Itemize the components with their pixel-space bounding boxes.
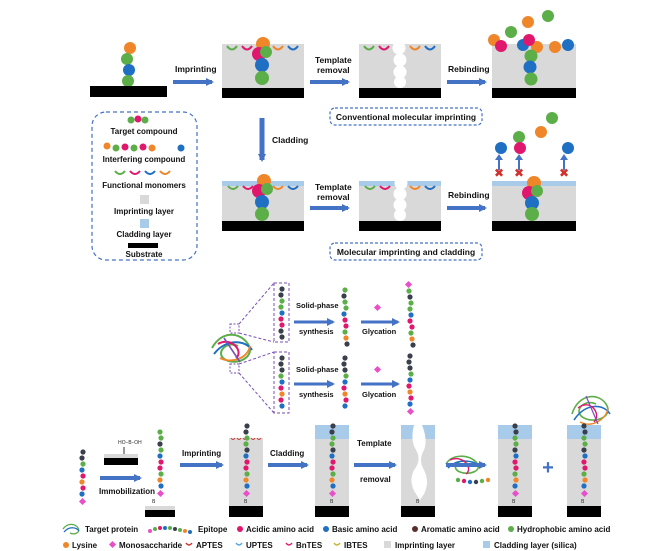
- label-template-c2: removal: [317, 192, 350, 202]
- label-rebinding-cladding: Rebinding: [448, 190, 490, 200]
- panel-cladding-imprinted: [222, 174, 304, 231]
- bottom-removed-column: B: [401, 425, 435, 517]
- legend-aptes: APTES: [196, 541, 223, 550]
- legend-cladding-layer-b: Cladding layer (silica): [494, 541, 577, 550]
- svg-text:✖: ✖: [494, 166, 504, 180]
- label-glycation-lower: Glycation: [362, 390, 397, 399]
- label-solid-phase-l2: synthesis: [299, 390, 334, 399]
- svg-text:B: B: [244, 499, 248, 505]
- svg-text:B: B: [416, 499, 420, 505]
- legend-hydrophobic: Hydrophobic amino acid: [517, 525, 610, 534]
- callout-upper: [229, 323, 240, 334]
- legend-epitope: Epitope: [198, 525, 228, 534]
- legend-target-protein: Target protein: [85, 525, 138, 534]
- bottom-epitope-free: [78, 449, 87, 506]
- label-solid-phase-u2: synthesis: [299, 327, 334, 336]
- epitope-upper-glycated: [404, 280, 416, 348]
- target-protein-middle: [211, 333, 253, 363]
- legend-functional-monomers: Functional monomers: [102, 181, 186, 190]
- legend-top: Target compound Interfering compound Fun…: [102, 115, 186, 259]
- callout-lower: [229, 363, 240, 374]
- legend-uptes: UPTES: [246, 541, 273, 550]
- bottom-cladded-column: B: [315, 423, 349, 517]
- label-imprinting-bottom: Imprinting: [182, 449, 221, 458]
- panel-conventional-imprinted: [222, 37, 304, 98]
- box-conventional: [329, 107, 483, 126]
- epitope-upper-synth: [341, 287, 350, 347]
- svg-text:B: B: [330, 499, 334, 505]
- initial-target-stack: [121, 42, 136, 87]
- svg-text:✖: ✖: [514, 166, 524, 180]
- label-glycation-upper: Glycation: [362, 327, 397, 336]
- epitope-upper-zoom: [278, 286, 285, 340]
- svg-text:B: B: [512, 499, 516, 505]
- panel-cladding-rebinding: ✖ ✖ ✖: [492, 112, 576, 231]
- bottom-protein-rebound-column: B: [567, 395, 611, 517]
- panel-conventional-rebinding: [488, 10, 576, 98]
- box-cladding: [329, 242, 483, 261]
- bottom-protein-incoming: [445, 455, 491, 485]
- label-cladding-box: Molecular imprinting and cladding: [337, 247, 475, 257]
- bottom-epitope-immobilized: B: [145, 429, 175, 517]
- legend-basic: Basic amino acid: [332, 525, 397, 534]
- legend-target-compound: Target compound: [111, 127, 178, 136]
- label-cladding-top: Cladding: [272, 135, 308, 145]
- label-rebinding-top: Rebinding: [448, 64, 490, 74]
- legend-acidic: Acidic amino acid: [246, 525, 314, 534]
- label-cladding-bottom: Cladding: [270, 449, 304, 458]
- legend-top-box: [91, 111, 198, 261]
- svg-text:HO–B–OH: HO–B–OH: [118, 440, 142, 446]
- epitope-lower-synth: [341, 355, 349, 409]
- bottom-imprinted-column: B: [229, 423, 263, 517]
- label-solid-phase-l1: Solid-phase: [296, 365, 339, 374]
- epitope-lower-glycated: [406, 353, 415, 416]
- legend-cladding-layer: Cladding layer: [116, 230, 171, 239]
- legend-imprinting-layer-b: Imprinting layer: [395, 541, 455, 550]
- svg-text:B: B: [152, 499, 156, 505]
- legend-aromatic: Aromatic amino acid: [421, 525, 500, 534]
- svg-text:B: B: [581, 499, 585, 505]
- legend-imprinting-layer: Imprinting layer: [114, 207, 174, 216]
- legend-lysine: Lysine: [72, 541, 98, 550]
- panel-conventional-removed: [359, 41, 441, 98]
- label-immobilization: Immobilization: [99, 487, 155, 496]
- legend-ibtes: IBTES: [344, 541, 368, 550]
- label-template-2: removal: [317, 65, 350, 75]
- legend-bntes: BnTES: [296, 541, 323, 550]
- zoom-box-lower: [273, 351, 290, 414]
- label-conventional: Conventional molecular imprinting: [336, 112, 476, 122]
- bottom-rebound-column: B: [498, 423, 532, 517]
- legend-interfering-compound: Interfering compound: [103, 155, 186, 164]
- epitope-lower-zoom: [278, 355, 285, 409]
- label-template-c1: Template: [315, 182, 352, 192]
- boronic-substrate: HO–B–OH: [104, 440, 142, 465]
- label-template-b1: Template: [357, 439, 392, 448]
- plus-sign: +: [542, 457, 554, 479]
- legend-bottom-row1: Target protein Epitope Acidic amino acid…: [62, 523, 610, 535]
- zoom-box-upper: [273, 282, 290, 343]
- label-template-1: Template: [315, 55, 352, 65]
- legend-monosaccharide: Monosaccharide: [119, 541, 183, 550]
- label-template-b2: removal: [360, 475, 391, 484]
- panel-cladding-removed: [359, 176, 441, 231]
- legend-substrate: Substrate: [126, 250, 163, 259]
- label-solid-phase-u1: Solid-phase: [296, 301, 339, 310]
- initial-substrate: [90, 86, 167, 97]
- legend-bottom-row2: Lysine Monosaccharide APTES UPTES BnTES …: [63, 540, 577, 550]
- label-imprinting: Imprinting: [175, 64, 217, 74]
- svg-text:✖: ✖: [559, 166, 569, 180]
